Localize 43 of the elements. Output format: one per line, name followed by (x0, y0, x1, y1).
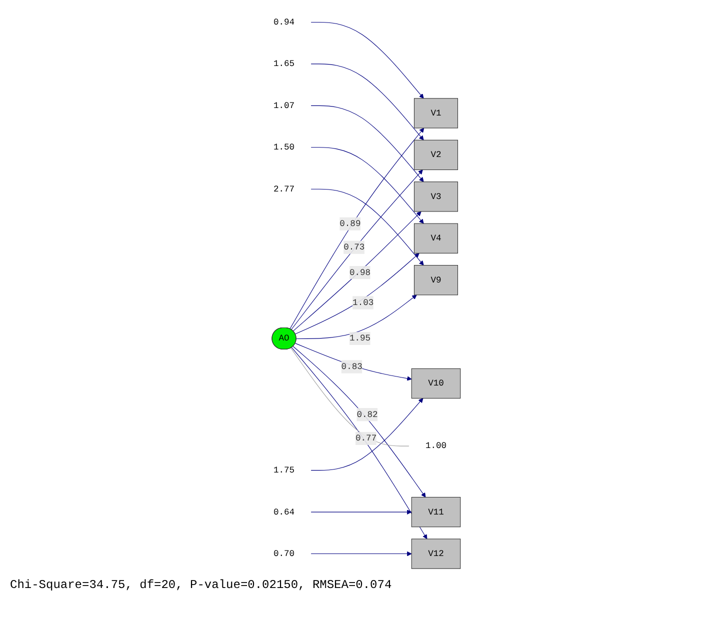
edge-label: 0.89 (340, 218, 361, 228)
arrow (291, 346, 428, 539)
arrow (296, 294, 417, 338)
node-text: 2.77 (273, 184, 295, 194)
edge-label: 0.82 (356, 409, 378, 420)
node-text: 0.70 (273, 548, 295, 558)
edge-label: 1.95 (349, 333, 371, 343)
node-box: V11 (411, 496, 461, 527)
arrow (310, 146, 424, 224)
node-text: 1.75 (273, 464, 295, 475)
arrow (310, 509, 412, 514)
edge-label: 0.73 (344, 242, 365, 252)
arrow (310, 188, 424, 265)
arrow (310, 21, 424, 98)
edge-label: 0.77 (356, 433, 377, 443)
fit-statistics-caption: Chi-Square=34.75, df=20, P-value=0.02150, RMSEA=0.074 (9, 577, 393, 594)
arrow (310, 63, 424, 140)
node-box: V9 (414, 264, 458, 295)
node-text: 1.50 (273, 142, 295, 152)
edge-label: 0.83 (341, 361, 362, 372)
node-box: V4 (414, 222, 458, 253)
arrow (294, 252, 420, 334)
arrow (310, 398, 424, 470)
node-text: 1.00 (425, 440, 447, 450)
arrow (291, 169, 423, 330)
arrow (290, 127, 424, 329)
node-box: V12 (411, 538, 461, 568)
node-box: V10 (411, 368, 461, 398)
edge-label: 1.03 (352, 297, 374, 308)
arrow (292, 210, 422, 331)
node-text: 0.94 (273, 16, 295, 27)
arrow (292, 346, 426, 497)
arrow (295, 342, 412, 380)
node-text: 1.65 (273, 58, 295, 68)
node-box: V1 (414, 98, 458, 128)
arrow (310, 104, 424, 182)
node-box: V2 (414, 139, 458, 170)
edge-label: 0.98 (349, 267, 371, 277)
node-box: V3 (414, 181, 458, 212)
connector (290, 347, 410, 446)
arrow (310, 550, 412, 556)
node-text: 1.07 (273, 100, 295, 110)
node-text: 0.64 (273, 506, 295, 516)
